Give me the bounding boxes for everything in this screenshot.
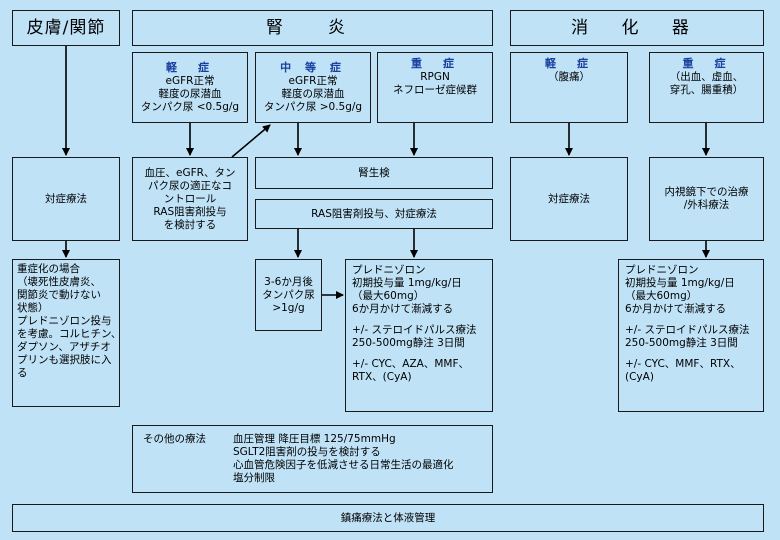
gi-symptomatic-box: 対症療法 <box>510 157 628 241</box>
kidney-mild-box: 軽 症 eGFR正常 軽度の尿潜血 タンパク尿 <0.5g/g <box>132 52 248 123</box>
digestive-header: 消 化 器 <box>510 10 764 46</box>
kidney-severe-box: 重 症 RPGN ネフローゼ症候群 <box>377 52 493 123</box>
footer-box: 鎮痛療法と体液管理 <box>12 504 764 532</box>
skin-severe-box: 重症化の場合 （壊死性皮膚炎、 関節炎で動けない 状態） プレドニゾロン投与 を… <box>12 259 121 407</box>
other-therapies-box: その他の療法 血圧管理 降圧目標 125/75mmHg SGLT2阻害剤の投与を… <box>132 425 493 493</box>
kidney-biopsy-box: 腎生検 <box>255 157 493 189</box>
skin-symptomatic-box: 対症療法 <box>12 157 120 241</box>
kidney-ras-box: RAS阻害剤投与、対症療法 <box>255 199 493 229</box>
gi-mild-label: 軽 症 <box>545 57 593 70</box>
nephritis-header: 腎 炎 <box>132 10 493 46</box>
gi-severe-label: 重 症 <box>682 57 731 70</box>
kidney-moderate-label: 中 等 症 <box>280 61 346 74</box>
gi-mild-box: 軽 症 （腹痛） <box>510 52 628 123</box>
gi-prednisolone-box: プレドニゾロン 初期投与量 1mg/kg/日 （最大60mg） 6か月かけて漸減… <box>618 259 764 412</box>
kidney-severe-label: 重 症 <box>411 57 459 70</box>
kidney-prednisolone-box: プレドニゾロン 初期投与量 1mg/kg/日 （最大60mg） 6か月かけて漸減… <box>345 259 493 412</box>
kidney-moderate-box: 中 等 症 eGFR正常 軽度の尿潜血 タンパク尿 >0.5g/g <box>255 52 371 123</box>
gi-endoscopic-box: 内視鏡下での治療 /外科療法 <box>649 157 764 241</box>
skin-joint-header: 皮膚/関節 <box>12 10 120 46</box>
arrow-mild-to-moderate <box>231 124 271 158</box>
other-therapies-label: その他の療法 <box>143 433 206 445</box>
kidney-mild-treatment-box: 血圧、eGFR、タン パク尿の適正なコ ントロール RAS阻害剤投与 を検討する <box>132 157 248 241</box>
kidney-mild-label: 軽 症 <box>166 61 214 74</box>
gi-severe-box: 重 症 （出血、虚血、 穿孔、腸重積） <box>649 52 764 123</box>
kidney-followup-box: 3-6か月後 タンパク尿 >1g/g <box>255 259 322 331</box>
